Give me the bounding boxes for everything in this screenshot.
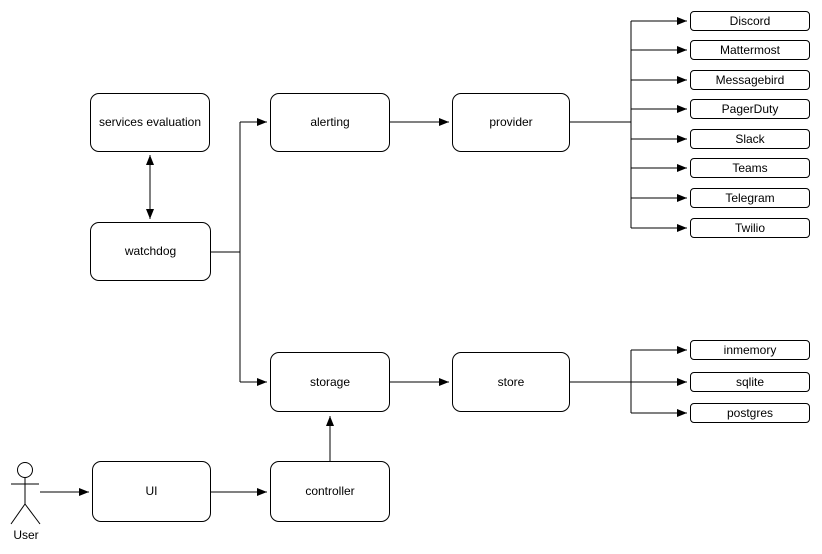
store-leaf-inmemory: inmemory (690, 340, 810, 360)
node-alerting: alerting (270, 93, 390, 152)
user-actor-label: User (13, 528, 39, 542)
edge-watchdog-branches (211, 118, 267, 386)
user-actor-icon (10, 462, 41, 525)
provider-leaf-mattermost: Mattermost (690, 40, 810, 60)
provider-leaf-slack: Slack (690, 129, 810, 149)
provider-leaf-pagerduty: PagerDuty (690, 99, 810, 119)
provider-leaf-messagebird: Messagebird (690, 70, 810, 90)
node-watchdog: watchdog (90, 222, 211, 281)
store-leaf-postgres: postgres (690, 403, 810, 423)
provider-leaf-teams: Teams (690, 158, 810, 178)
provider-leaf-discord: Discord (690, 11, 810, 31)
edge-store-fanout (570, 346, 687, 417)
node-store: store (452, 352, 570, 412)
provider-leaf-twilio: Twilio (690, 218, 810, 238)
edge-provider-fanout (570, 17, 687, 232)
node-ui: UI (92, 461, 211, 522)
node-services-evaluation: services evaluation (90, 93, 210, 152)
store-leaf-sqlite: sqlite (690, 372, 810, 392)
node-controller: controller (270, 461, 390, 522)
provider-leaf-telegram: Telegram (690, 188, 810, 208)
node-storage: storage (270, 352, 390, 412)
node-provider: provider (452, 93, 570, 152)
